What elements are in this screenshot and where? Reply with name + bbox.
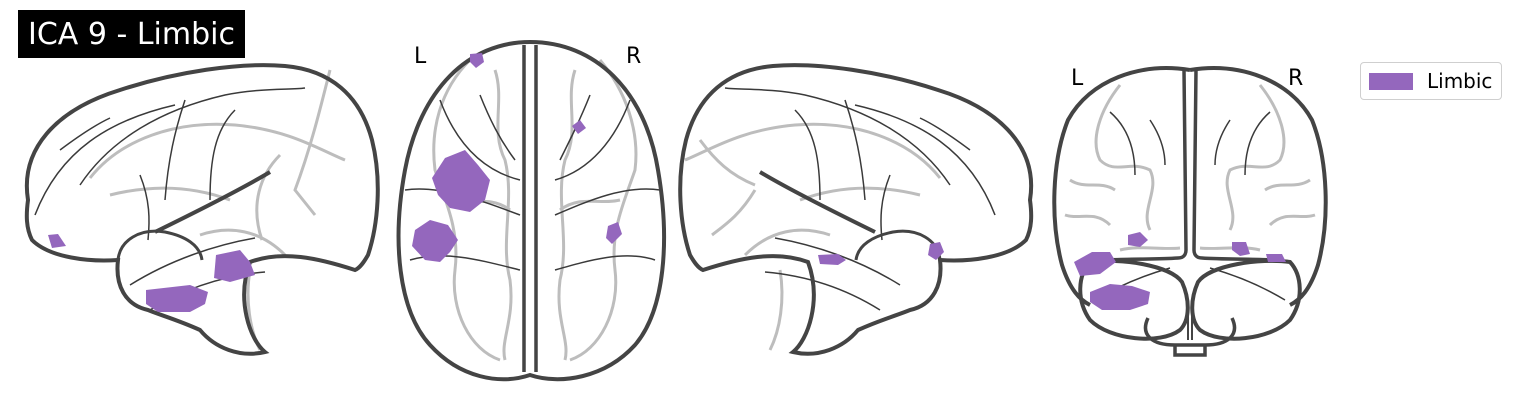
coronal-limbic-blobs [1074, 232, 1286, 310]
coronal-vermis [1187, 312, 1193, 340]
axial-outline [396, 39, 666, 382]
coronal-brainstem [1173, 345, 1207, 357]
coronal-brainstem-top [1143, 317, 1237, 347]
sagittal-left-lateral-fissure [154, 170, 272, 234]
blob-coronal-right-temporal [1266, 254, 1286, 262]
blob-coronal-right-medial [1232, 242, 1250, 256]
figure-title: ICA 9 - Limbic [28, 16, 235, 52]
sagittal-right-view [678, 63, 1034, 356]
legend: Limbic [1360, 62, 1502, 100]
sagittal-left-limbic-blobs [48, 234, 255, 312]
sagittal-right-outline [678, 63, 1034, 356]
coronal-outline-right [1189, 66, 1328, 307]
sagittal-right-inner-outline [684, 122, 942, 351]
coronal-cerebellum-left [1078, 258, 1190, 341]
sagittal-right-limbic-blobs [818, 242, 944, 265]
legend-swatch [1369, 72, 1413, 90]
axial-left-label: L [414, 44, 427, 69]
sagittal-left-view [24, 63, 380, 356]
blob-sagittal-right-temporal [818, 254, 846, 265]
sagittal-right-lateral-fissure [758, 170, 876, 234]
coronal-sulci [1094, 111, 1286, 301]
coronal-inner-outline [1064, 84, 1316, 252]
coronal-view [1052, 66, 1328, 357]
sagittal-right-sulci [724, 87, 996, 311]
sagittal-right-temporal-pole [854, 229, 942, 261]
sagittal-left-outline [24, 63, 380, 356]
blob-temporal-inferior [146, 285, 208, 312]
blob-axial-left-lower [412, 220, 458, 262]
legend-label: Limbic [1427, 69, 1493, 93]
figure-title-box: ICA 9 - Limbic [18, 10, 245, 58]
blob-axial-right-small [572, 120, 586, 134]
blob-coronal-left-temporal [1074, 252, 1116, 276]
axial-view [396, 39, 666, 382]
coronal-left-label: L [1071, 66, 1084, 91]
blob-axial-frontal [470, 53, 484, 68]
coronal-outline-left [1052, 66, 1191, 307]
blob-coronal-inferior-temporal [1090, 284, 1150, 310]
axial-right-label: R [626, 44, 642, 69]
blob-frontal-pole [48, 234, 66, 248]
axial-inner-outline [432, 58, 638, 362]
blob-axial-right-temporal [606, 222, 622, 244]
sagittal-left-temporal-pole [116, 229, 204, 261]
coronal-cerebellum-right [1190, 258, 1302, 341]
blob-coronal-left-medial [1128, 232, 1148, 247]
blob-axial-left-upper [432, 150, 490, 212]
axial-limbic-blobs [412, 53, 622, 262]
sagittal-left-sulci [34, 87, 306, 311]
coronal-right-label: R [1288, 66, 1304, 91]
blob-sagittal-right-pole [928, 242, 944, 260]
sagittal-left-inner-outline [88, 69, 346, 351]
blob-temporal-middle [214, 250, 255, 282]
